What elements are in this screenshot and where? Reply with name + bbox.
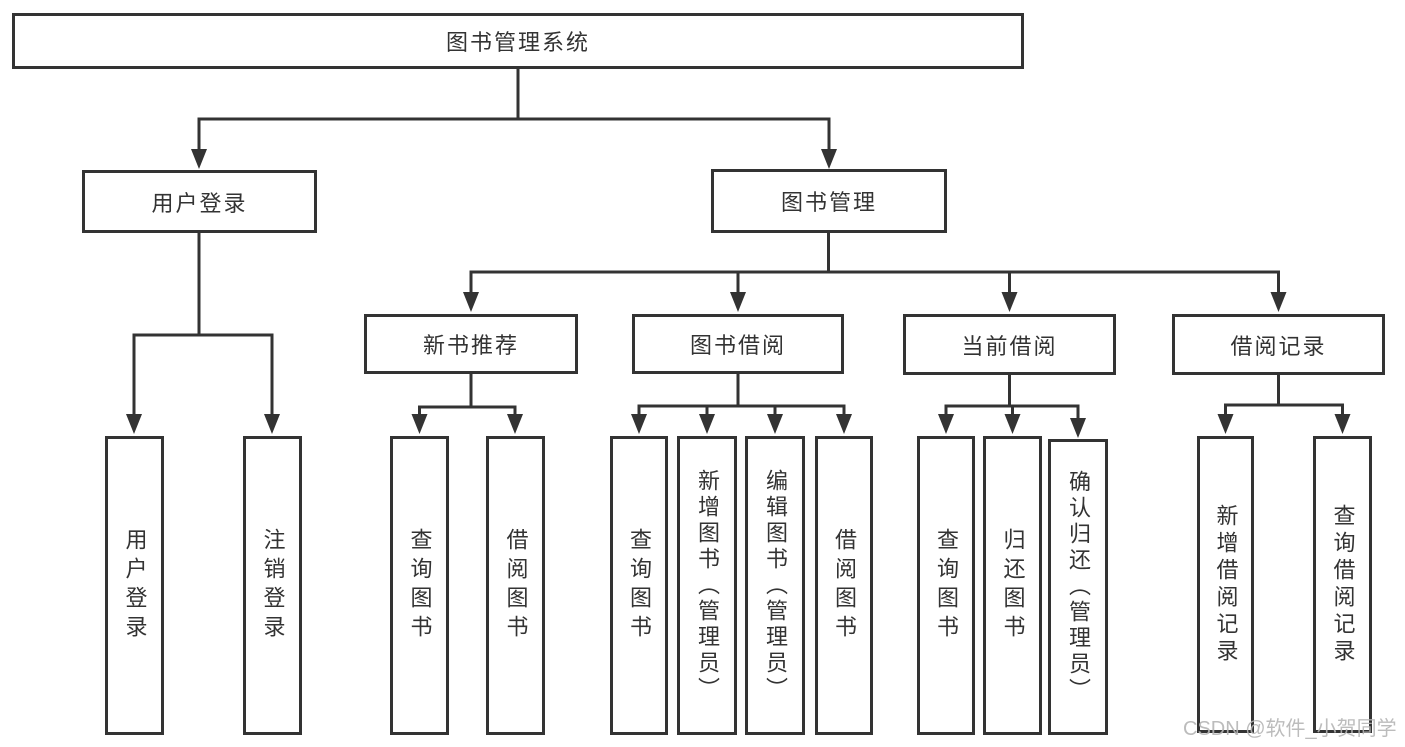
leaf-borrow-edit-books-admin: 编辑图书（管理员） bbox=[745, 436, 805, 735]
node-label: 确认归还（管理员） bbox=[1066, 470, 1091, 704]
node-label: 查询图书 bbox=[407, 527, 433, 644]
leaf-recommend-query-books: 查询图书 bbox=[390, 436, 449, 735]
node-label: 图书管理 bbox=[780, 190, 877, 215]
node-label: 借阅图书 bbox=[503, 527, 529, 644]
leaf-recommend-borrow-books: 借阅图书 bbox=[486, 436, 545, 735]
node-current-borrow: 当前借阅 bbox=[903, 314, 1116, 375]
node-root: 图书管理系统 bbox=[12, 13, 1024, 69]
node-label: 编辑图书（管理员） bbox=[763, 468, 788, 703]
node-label: 新增图书（管理员） bbox=[695, 468, 720, 703]
leaf-borrow-add-books-admin: 新增图书（管理员） bbox=[677, 436, 737, 735]
node-label: 借阅图书 bbox=[832, 527, 857, 644]
leaf-borrow-query-books: 查询图书 bbox=[610, 436, 668, 735]
node-borrow-records: 借阅记录 bbox=[1172, 314, 1385, 375]
leaf-user-login: 用户登录 bbox=[105, 436, 164, 735]
node-label: 查询借阅记录 bbox=[1330, 503, 1356, 666]
node-label: 用户登录 bbox=[122, 527, 148, 644]
node-book-borrow: 图书借阅 bbox=[632, 314, 844, 374]
node-label: 查询图书 bbox=[627, 527, 652, 644]
leaf-borrow-borrow-books: 借阅图书 bbox=[815, 436, 873, 735]
node-label: 当前借阅 bbox=[961, 333, 1058, 359]
node-book-management: 图书管理 bbox=[711, 169, 947, 233]
node-label: 注销登录 bbox=[260, 527, 286, 644]
leaf-records-query-record: 查询借阅记录 bbox=[1313, 436, 1372, 733]
node-label: 图书借阅 bbox=[689, 333, 786, 358]
leaf-current-return-books: 归还图书 bbox=[983, 436, 1042, 735]
node-label: 图书管理系统 bbox=[445, 30, 590, 55]
leaf-records-add-record: 新增借阅记录 bbox=[1197, 436, 1254, 733]
node-user-login-branch: 用户登录 bbox=[82, 170, 317, 233]
node-label: 查询图书 bbox=[934, 527, 959, 644]
node-label: 新书推荐 bbox=[422, 333, 519, 358]
leaf-logout: 注销登录 bbox=[243, 436, 302, 735]
node-label: 借阅记录 bbox=[1230, 333, 1327, 359]
node-label: 归还图书 bbox=[1000, 527, 1026, 644]
leaf-current-confirm-return-admin: 确认归还（管理员） bbox=[1048, 439, 1108, 735]
node-label: 新增借阅记录 bbox=[1213, 503, 1239, 666]
watermark: CSDN @软件_小贺同学 bbox=[1183, 718, 1397, 740]
node-label: 用户登录 bbox=[151, 190, 248, 216]
node-new-book-recommend: 新书推荐 bbox=[364, 314, 578, 374]
leaf-current-query-books: 查询图书 bbox=[917, 436, 975, 735]
